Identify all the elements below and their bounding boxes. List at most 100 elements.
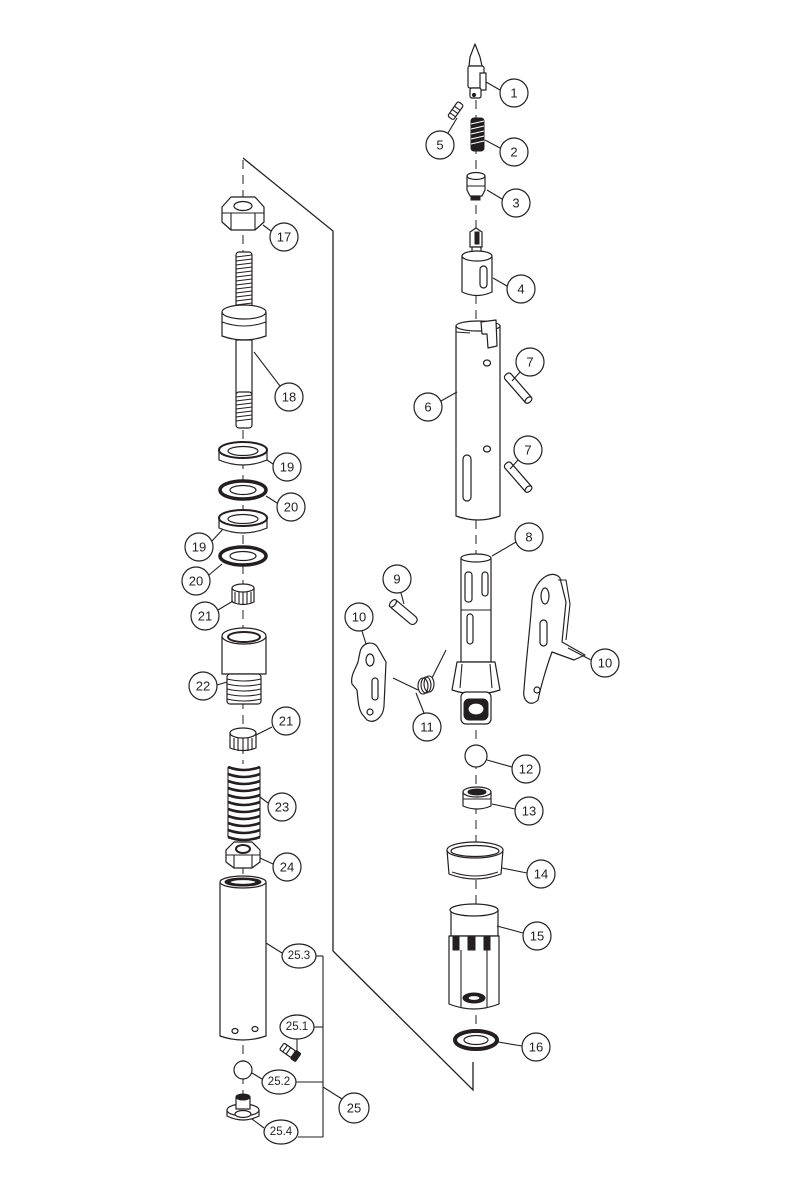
callout-10-right: 10	[567, 647, 620, 678]
callout-circle	[184, 532, 214, 562]
callout-14: 14	[501, 859, 556, 889]
leader-line	[485, 81, 501, 91]
callout-label: 5	[436, 138, 443, 153]
callout-7-upper: 7	[511, 347, 545, 382]
part-18-threaded-stem	[221, 251, 267, 429]
callout-circle	[190, 601, 220, 631]
callout-circle	[522, 921, 552, 951]
callout-circle	[511, 754, 541, 784]
callout-circle	[499, 78, 529, 108]
callout-17: 17	[262, 222, 299, 252]
leader-line	[447, 117, 458, 134]
callout-circle	[181, 566, 211, 596]
callout-label: 3	[512, 196, 519, 211]
part-5-pin	[447, 101, 464, 120]
callout-circle	[501, 188, 531, 218]
callout-label: 15	[530, 929, 544, 944]
part-7-pin-lower	[503, 461, 533, 493]
leader-line	[440, 391, 458, 402]
callout-label: 25.4	[270, 1126, 293, 1138]
callout-11: 11	[412, 692, 442, 742]
part-15-nozzle-nut	[448, 903, 500, 1010]
callout-label: 22	[196, 679, 210, 694]
callout-label: 18	[282, 390, 296, 405]
callout-circle	[514, 796, 544, 826]
part-13-nut	[462, 786, 492, 810]
part-11-torsion-spring	[392, 649, 447, 695]
leader-line	[567, 647, 592, 661]
callout-circle	[276, 492, 306, 522]
callout-circle	[526, 859, 556, 889]
leader-line	[259, 857, 274, 865]
callout-label: 20	[284, 500, 298, 515]
part-3-collar	[466, 171, 486, 201]
callout-label: 4	[517, 282, 524, 297]
callout-21-upper: 21	[190, 600, 234, 631]
callout-label: 23	[275, 800, 289, 815]
part-10-clip-left	[351, 642, 387, 722]
callout-label: 7	[526, 355, 533, 370]
part-17-hex-nut	[221, 196, 265, 231]
callout-7-lower: 7	[509, 435, 543, 470]
callout-circle	[590, 648, 620, 678]
callout-circle	[267, 792, 297, 822]
part-20-washer-upper	[218, 479, 268, 501]
callout-16: 16	[497, 1032, 551, 1062]
leader-line	[322, 1086, 343, 1100]
callout-label: 25.2	[268, 1076, 290, 1088]
callout-label: 10	[598, 656, 612, 671]
callout-22: 22	[188, 671, 228, 701]
callout-circle	[413, 392, 443, 422]
callout-5: 5	[425, 117, 458, 160]
callout-label: 25.1	[286, 1021, 308, 1033]
callout-9: 9	[382, 564, 412, 605]
leader-line	[361, 630, 367, 645]
callout-label: 14	[534, 867, 548, 882]
callout-label: 21	[279, 714, 293, 729]
leader-line	[415, 692, 425, 714]
callout-label: 10	[352, 610, 366, 625]
leader-line	[217, 600, 234, 611]
part-14-ring	[446, 841, 504, 880]
part-25-4-plug	[226, 1093, 260, 1121]
callout-25-2: 25.2	[251, 1069, 297, 1095]
part-2-spring	[470, 117, 485, 152]
callout-23: 23	[259, 792, 297, 822]
callout-25: 25	[322, 1086, 370, 1124]
part-25-2-ball	[233, 1060, 253, 1080]
callout-label: 16	[529, 1040, 543, 1055]
part-10-clip-right	[523, 573, 586, 704]
callout-2: 2	[484, 137, 529, 167]
callout-15: 15	[496, 921, 552, 951]
callout-circle	[344, 602, 374, 632]
leader-line	[266, 459, 274, 465]
callout-circle	[281, 943, 317, 969]
callout-label: 6	[424, 400, 431, 415]
callout-circle	[272, 852, 302, 882]
part-20-washer-lower	[218, 545, 268, 567]
callout-label: 19	[192, 540, 206, 555]
callout-circle	[382, 564, 412, 594]
leader-line	[486, 759, 513, 768]
callout-circle	[279, 1014, 315, 1040]
callout-circle	[261, 1069, 297, 1095]
callout-circle	[499, 137, 529, 167]
part-21-bushing-lower	[229, 727, 257, 752]
callout-20-upper: 20	[265, 492, 306, 522]
leader-line	[484, 139, 501, 149]
leader-line	[253, 351, 281, 387]
callout-circle	[521, 1032, 551, 1062]
callout-10-left: 10	[344, 602, 374, 645]
leader-line	[251, 1072, 263, 1080]
leader-line	[491, 803, 516, 810]
callout-label: 2	[510, 145, 517, 160]
callout-label: 9	[393, 572, 400, 587]
callout-label: 21	[198, 609, 212, 624]
callout-label: 24	[280, 860, 294, 875]
callout-label: 25.3	[288, 950, 310, 962]
callout-19-upper: 19	[266, 452, 302, 482]
leader-line	[265, 942, 283, 954]
callout-1: 1	[485, 78, 529, 108]
assembly-frame-line	[242, 157, 474, 1092]
